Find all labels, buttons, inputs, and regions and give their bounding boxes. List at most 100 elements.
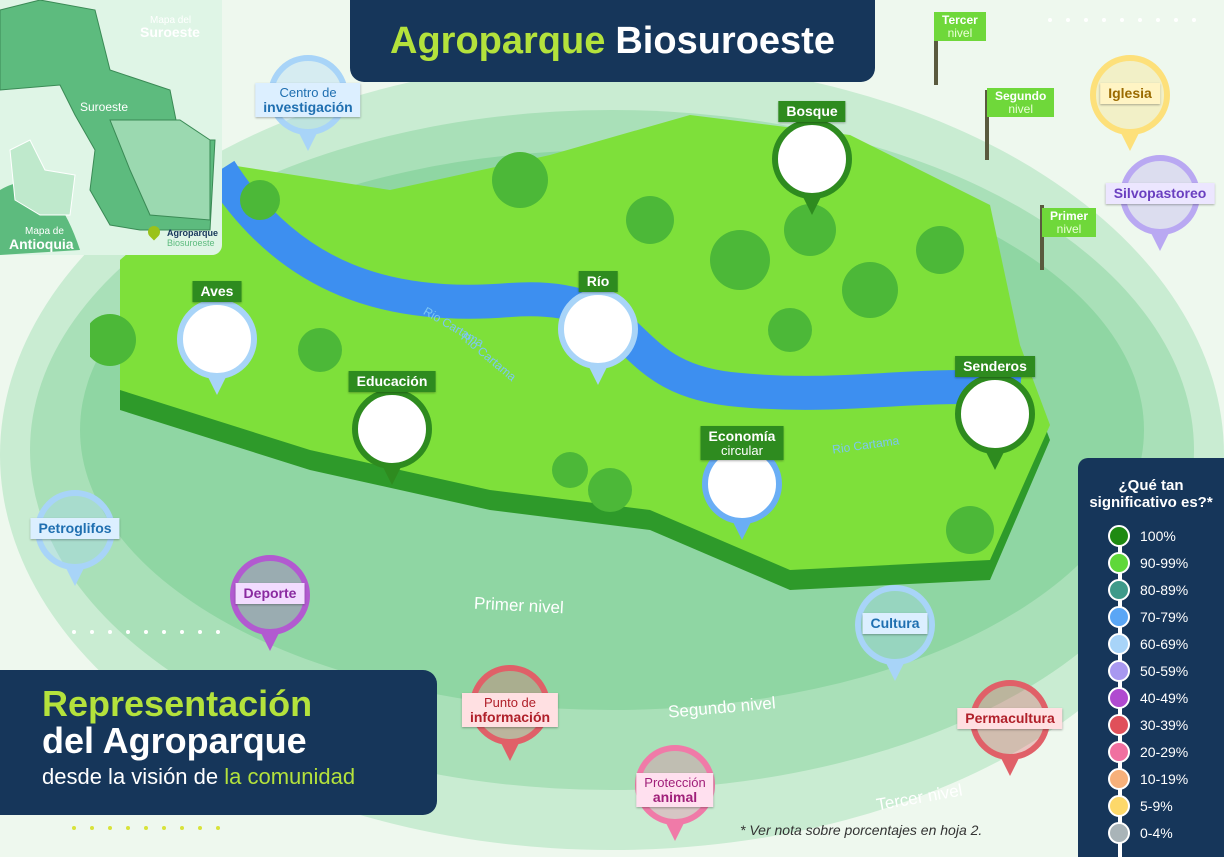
pin-deporte[interactable]: Deporte bbox=[230, 555, 310, 651]
pin-permacultura[interactable]: Permacultura bbox=[957, 680, 1063, 776]
legend-item: 70-79% bbox=[1108, 603, 1188, 630]
dot bbox=[1066, 18, 1070, 22]
legend-item: 0-4% bbox=[1108, 819, 1188, 846]
pin-label: Aves bbox=[192, 281, 242, 302]
location-inset-map: Mapa del Suroeste Suroeste Mapa de Antio… bbox=[0, 0, 222, 255]
flag-pole bbox=[1040, 205, 1044, 270]
legend-swatch bbox=[1108, 794, 1130, 817]
tree-icon bbox=[772, 119, 852, 215]
legend-item: 90-99% bbox=[1108, 549, 1188, 576]
pin-iglesia[interactable]: Iglesia bbox=[1090, 55, 1170, 151]
legend-label: 5-9% bbox=[1140, 797, 1173, 814]
dot bbox=[162, 826, 166, 830]
legend-label: 40-49% bbox=[1140, 689, 1189, 706]
pin-senderos[interactable]: Senderos bbox=[955, 356, 1035, 470]
pin-aves[interactable]: Aves bbox=[177, 281, 257, 395]
legend-item: 60-69% bbox=[1108, 630, 1188, 657]
dot bbox=[72, 630, 76, 634]
dot bbox=[108, 826, 112, 830]
decorative-dots bbox=[72, 630, 220, 634]
pin-petroglifos[interactable]: Petroglifos bbox=[30, 490, 120, 586]
legend-swatch bbox=[1108, 713, 1130, 736]
pin-label: Bosque bbox=[778, 101, 846, 122]
dot bbox=[162, 630, 166, 634]
flag-pole bbox=[985, 90, 989, 160]
dot bbox=[1192, 18, 1196, 22]
suroeste-map-title: Suroeste bbox=[140, 24, 200, 40]
legend-item: 10-19% bbox=[1108, 765, 1188, 792]
antioquia-map-title: Antioquia bbox=[9, 236, 74, 252]
legend-label: 70-79% bbox=[1140, 608, 1189, 625]
dot bbox=[1174, 18, 1178, 22]
pin-label: Río bbox=[578, 271, 618, 292]
dot bbox=[1102, 18, 1106, 22]
legend-item: 50-59% bbox=[1108, 657, 1188, 684]
legend-item: 40-49% bbox=[1108, 684, 1188, 711]
pin-label: Senderos bbox=[955, 356, 1035, 377]
dot bbox=[90, 826, 94, 830]
legend-item: 30-39% bbox=[1108, 711, 1188, 738]
legend-swatch bbox=[1108, 632, 1130, 655]
legend-label: 0-4% bbox=[1140, 824, 1173, 841]
legend-label: 60-69% bbox=[1140, 635, 1189, 652]
dot bbox=[198, 826, 202, 830]
legend-label: 20-29% bbox=[1140, 743, 1189, 760]
legend-swatch bbox=[1108, 551, 1130, 574]
dot bbox=[216, 630, 220, 634]
marker-sublabel: Biosuroeste bbox=[167, 238, 215, 248]
pin-label: Permacultura bbox=[957, 708, 1063, 729]
pin-label: Educación bbox=[348, 371, 436, 392]
footprints-icon bbox=[955, 374, 1035, 470]
legend-label: 100% bbox=[1140, 527, 1176, 544]
representation-caption: Representación del Agroparque desde la v… bbox=[0, 670, 437, 815]
legend-item: 80-89% bbox=[1108, 576, 1188, 603]
flag-pole bbox=[934, 15, 938, 85]
legend-label: 90-99% bbox=[1140, 554, 1189, 571]
pin-label: Silvopastoreo bbox=[1105, 183, 1215, 204]
pin-label: Cultura bbox=[862, 613, 928, 634]
decorative-dots bbox=[72, 826, 220, 830]
legend-swatch bbox=[1108, 578, 1130, 601]
legend-swatch bbox=[1108, 740, 1130, 763]
lab-icon bbox=[352, 389, 432, 485]
legend-label: 50-59% bbox=[1140, 662, 1189, 679]
decorative-dots bbox=[1048, 18, 1196, 22]
pin-educacion[interactable]: Educación bbox=[348, 371, 436, 485]
antioquia-map-label: Mapa de bbox=[25, 226, 64, 237]
pin-bosque[interactable]: Bosque bbox=[772, 101, 852, 215]
legend-label: 30-39% bbox=[1140, 716, 1189, 733]
legend-item: 5-9% bbox=[1108, 792, 1188, 819]
dot bbox=[1138, 18, 1142, 22]
legend-swatch bbox=[1108, 605, 1130, 628]
significance-legend: ¿Qué tan significativo es?* 100%90-99%80… bbox=[1078, 458, 1224, 857]
legend-label: 80-89% bbox=[1140, 581, 1189, 598]
pin-cultura[interactable]: Cultura bbox=[855, 585, 935, 681]
dot bbox=[198, 630, 202, 634]
dot bbox=[144, 630, 148, 634]
pin-label: Deporte bbox=[235, 583, 305, 604]
legend-item: 100% bbox=[1108, 522, 1188, 549]
dot bbox=[126, 630, 130, 634]
bird-icon bbox=[177, 299, 257, 395]
dot bbox=[1156, 18, 1160, 22]
region-label: Suroeste bbox=[80, 100, 129, 114]
river-icon bbox=[558, 289, 638, 385]
dot bbox=[1048, 18, 1052, 22]
pin-rio[interactable]: Río bbox=[558, 271, 638, 385]
marker-label: Agroparque bbox=[167, 228, 219, 238]
dot bbox=[144, 826, 148, 830]
pin-silvopastoreo[interactable]: Silvopastoreo bbox=[1105, 155, 1215, 251]
dot bbox=[108, 630, 112, 634]
legend-swatch bbox=[1108, 767, 1130, 790]
legend-swatch bbox=[1108, 821, 1130, 844]
